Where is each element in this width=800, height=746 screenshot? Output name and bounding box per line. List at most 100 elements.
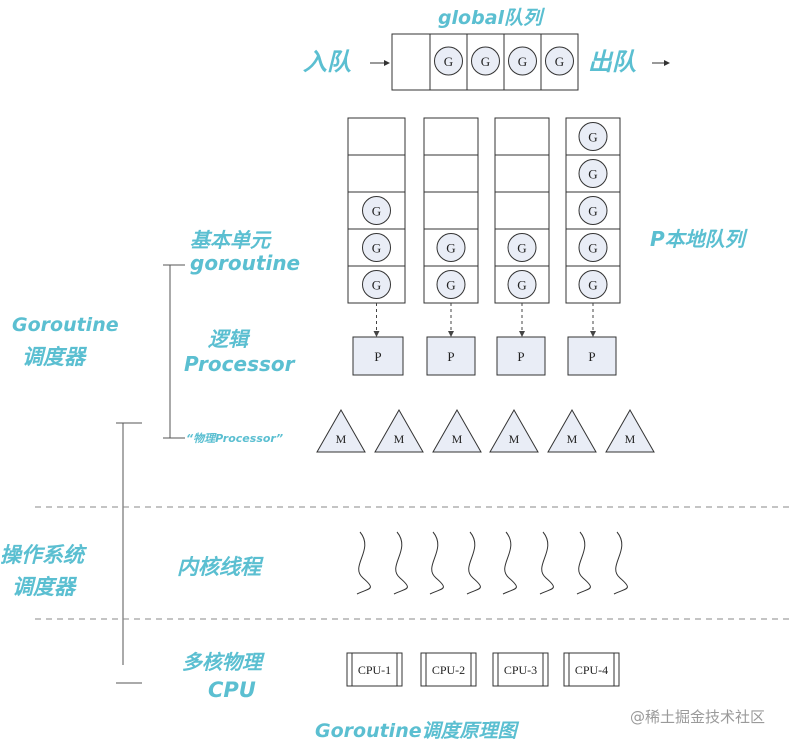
dequeue-label: 出队 [588, 48, 637, 76]
p-local-queue: GG [423, 117, 479, 337]
arrow-head-icon [590, 331, 596, 337]
machine-thread: M [316, 408, 366, 453]
goroutine-circle-label: G [481, 54, 490, 69]
goroutine-circle-label: G [517, 241, 526, 256]
processor-box-label: P [517, 349, 524, 364]
kernel-threads [356, 531, 628, 595]
processor-box: P [496, 336, 546, 376]
multicore-label-line2: CPU [208, 678, 256, 702]
basic-unit-label: 基本单元 [190, 228, 272, 252]
machine-thread: M [547, 408, 597, 453]
os-scheduler-label-line1: 操作系统 [0, 543, 88, 567]
p-local-queue-label: P本地队列 [650, 227, 749, 251]
goroutine-circle: G [434, 46, 463, 76]
goroutine-circle-label: G [444, 54, 453, 69]
enqueue-label: 入队 [303, 48, 352, 76]
p-local-queue: GG [494, 117, 550, 337]
global-queue-label: global队列 [438, 7, 545, 29]
goroutine-circle: G [436, 270, 466, 299]
goroutine-circle-label: G [372, 204, 381, 219]
arrow-head-icon [448, 331, 454, 337]
local-queue-cell [494, 191, 550, 230]
machine-thread-label: M [452, 432, 463, 446]
cpu-box-label: CPU-3 [504, 663, 537, 677]
machine-thread-label: M [394, 432, 405, 446]
goroutine-circle: G [471, 46, 500, 76]
kernel-thread-line [429, 531, 444, 595]
goroutine-circle: G [578, 122, 608, 151]
kernel-thread-line [393, 531, 408, 595]
machine-thread: M [489, 408, 539, 453]
goroutine-circle-label: G [588, 130, 597, 145]
goroutine-circle: G [507, 270, 537, 299]
goroutine-circle-label: G [372, 278, 381, 293]
machine-thread-label: M [336, 432, 347, 446]
kernel-threads-label: 内核线程 [177, 555, 264, 579]
logical-label: 逻辑 [208, 327, 251, 351]
cpu-box-label: CPU-1 [358, 663, 391, 677]
goroutine-circle: G [578, 196, 608, 225]
processor-box: P [567, 336, 617, 376]
kernel-thread-line [613, 531, 628, 595]
processor-label: Processor [184, 352, 296, 376]
local-queue-cell [347, 117, 406, 156]
goroutine-circle: G [578, 270, 608, 299]
machine-thread: M [374, 408, 424, 453]
os-scheduler-label-line2: 调度器 [12, 575, 78, 599]
diagram-caption: Goroutine调度原理图 [315, 720, 520, 742]
os-scheduler-bracket [116, 422, 142, 684]
cpu-box-label: CPU-2 [432, 663, 465, 677]
watermark: @稀土掘金技术社区 [630, 708, 765, 726]
goroutine-circle: G [508, 46, 537, 76]
local-queue-cell [494, 154, 550, 193]
goroutine-circle: G [507, 233, 537, 262]
dequeue-arrow-icon [652, 60, 670, 66]
arrow-head-icon [519, 331, 525, 337]
goroutine-circle-label: G [446, 241, 455, 256]
goroutine-circle-label: G [588, 204, 597, 219]
cpu-box: CPU-3 [492, 652, 549, 687]
global-queue-empty-cell [391, 33, 431, 91]
goroutine-circle: G [578, 233, 608, 262]
kernel-thread-line [576, 531, 591, 595]
goroutine-circle-label: G [588, 167, 597, 182]
processor-box-label: P [588, 349, 595, 364]
machine-thread: M [605, 408, 655, 453]
arrow-head-icon [373, 331, 380, 337]
goroutine-circle: G [362, 233, 391, 262]
goroutine-circle-label: G [555, 54, 564, 69]
goroutine-circle-label: G [372, 241, 381, 256]
local-queue-cell [494, 117, 550, 156]
local-queue-cell [423, 117, 479, 156]
local-queue-cell [423, 191, 479, 230]
goroutine-circle: G [362, 270, 391, 299]
goroutine-circle: G [436, 233, 466, 262]
cpu-box: CPU-1 [346, 652, 403, 687]
goroutine-scheduler-en-label: Goroutine [12, 314, 119, 336]
kernel-thread-line [466, 531, 481, 595]
goroutine-circle-label: G [446, 278, 455, 293]
goroutine-scheduler-cn-label: 调度器 [22, 345, 88, 369]
goroutine-circle: G [545, 46, 574, 76]
processor-box-label: P [447, 349, 454, 364]
goroutine-circle-label: G [588, 278, 597, 293]
physical-processor-label: “物理Processor” [186, 432, 283, 445]
goroutine-circle-label: G [517, 278, 526, 293]
local-queue-cell [423, 154, 479, 193]
goroutine-circle-label: G [518, 54, 527, 69]
machine-thread: M [432, 408, 482, 453]
machine-thread-label: M [567, 432, 578, 446]
kernel-thread-line [356, 531, 371, 595]
processor-box: P [352, 336, 404, 376]
local-queue-cell [347, 154, 406, 193]
processor-box-label: P [374, 349, 381, 364]
goroutine-scheduler-bracket [163, 264, 185, 439]
p-local-queue: G G G [347, 117, 406, 337]
